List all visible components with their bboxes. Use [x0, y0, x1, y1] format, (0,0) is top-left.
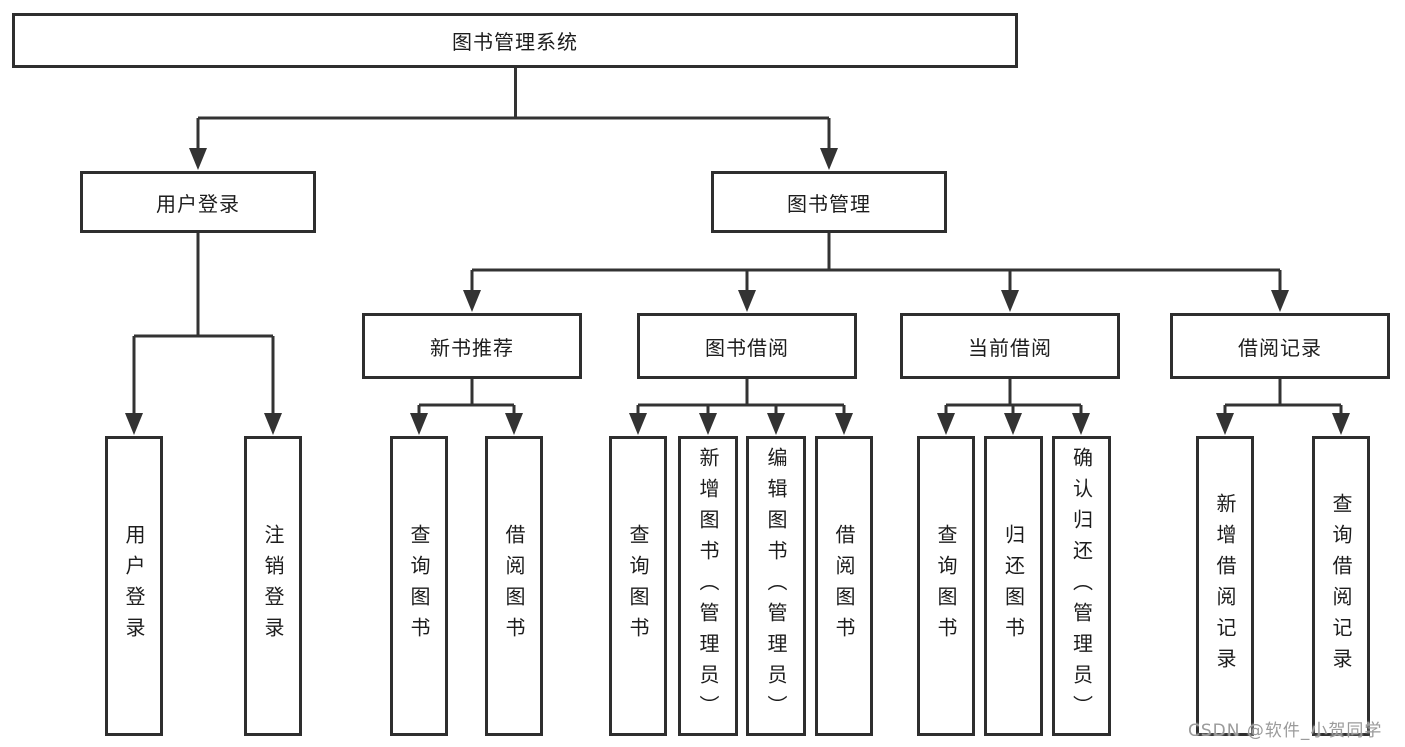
leaf-edit-book-admin-label: 编辑图书（管理员） — [764, 446, 788, 726]
leaf-add-book-admin-label: 新增图书（管理员） — [696, 446, 720, 726]
leaf-query-books-recommend-label: 查询图书 — [407, 524, 431, 648]
leaf-return-books-label: 归还图书 — [1001, 524, 1026, 648]
leaf-confirm-return-admin-label: 确认归还（管理员） — [1069, 446, 1094, 726]
leaf-query-books-recommend: 查询图书 — [390, 436, 448, 736]
leaf-borrow-books: 借阅图书 — [815, 436, 873, 736]
node-user-login-label: 用户登录 — [156, 191, 240, 216]
node-book-management-label: 图书管理 — [787, 191, 871, 216]
leaf-query-borrow-record: 查询借阅记录 — [1312, 436, 1370, 736]
leaf-user-login-label: 用户登录 — [122, 524, 146, 648]
leaf-borrow-books-label: 借阅图书 — [832, 524, 856, 648]
node-root: 图书管理系统 — [12, 13, 1018, 68]
leaf-logout: 注销登录 — [244, 436, 302, 736]
leaf-edit-book-admin: 编辑图书（管理员） — [746, 436, 806, 736]
leaf-add-borrow-record: 新增借阅记录 — [1196, 436, 1254, 736]
node-book-borrow-label: 图书借阅 — [705, 335, 789, 360]
leaf-return-books: 归还图书 — [984, 436, 1043, 736]
node-new-book-recommend: 新书推荐 — [362, 313, 582, 379]
node-borrow-records-label: 借阅记录 — [1238, 335, 1322, 360]
watermark-text: CSDN @软件_小贺同学 — [1188, 721, 1383, 741]
leaf-borrow-books-recommend: 借阅图书 — [485, 436, 543, 736]
node-new-book-recommend-label: 新书推荐 — [430, 335, 514, 360]
node-current-borrow: 当前借阅 — [900, 313, 1120, 379]
leaf-query-books-current: 查询图书 — [917, 436, 975, 736]
leaf-logout-label: 注销登录 — [261, 524, 285, 648]
node-user-login: 用户登录 — [80, 171, 316, 233]
leaf-query-books-current-label: 查询图书 — [934, 524, 958, 648]
leaf-user-login: 用户登录 — [105, 436, 163, 736]
node-borrow-records: 借阅记录 — [1170, 313, 1390, 379]
leaf-add-borrow-record-label: 新增借阅记录 — [1213, 493, 1237, 679]
node-book-borrow: 图书借阅 — [637, 313, 857, 379]
node-book-management: 图书管理 — [711, 171, 947, 233]
leaf-query-books-borrow: 查询图书 — [609, 436, 667, 736]
leaf-query-books-borrow-label: 查询图书 — [626, 524, 650, 648]
leaf-query-borrow-record-label: 查询借阅记录 — [1329, 493, 1353, 679]
leaf-confirm-return-admin: 确认归还（管理员） — [1052, 436, 1111, 736]
leaf-borrow-books-recommend-label: 借阅图书 — [502, 524, 526, 648]
node-root-label: 图书管理系统 — [452, 30, 578, 54]
leaf-add-book-admin: 新增图书（管理员） — [678, 436, 738, 736]
node-current-borrow-label: 当前借阅 — [968, 335, 1052, 360]
